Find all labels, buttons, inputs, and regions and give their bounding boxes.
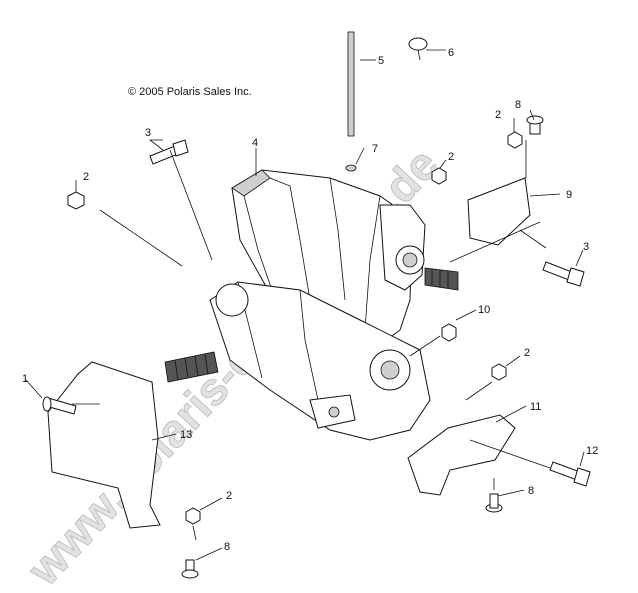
nut-10 xyxy=(441,323,457,342)
callout-2-right-of-transmission: 2 xyxy=(448,151,454,163)
nut-2-left xyxy=(67,191,85,210)
callout-labels: 5 6 3 4 7 2 8 2 2 9 3 10 2 1 13 11 12 2 … xyxy=(22,47,598,553)
breather-tube xyxy=(347,31,355,137)
callout-13: 13 xyxy=(180,429,192,441)
nut-2-top-right xyxy=(507,131,523,149)
copyright-notice: © 2005 Polaris Sales Inc. xyxy=(128,86,252,98)
transmission-assembly xyxy=(164,169,459,441)
nut-2-right xyxy=(431,167,447,185)
callout-1: 1 xyxy=(22,373,28,385)
callout-3-right: 3 xyxy=(583,241,589,253)
callout-8-top-right: 8 xyxy=(515,99,521,111)
callout-9: 9 xyxy=(566,189,572,201)
hose-clamp xyxy=(408,37,428,61)
drain-plug xyxy=(345,164,357,172)
nut-2-mid-right xyxy=(491,363,507,381)
bolt-1 xyxy=(42,396,77,415)
callout-4: 4 xyxy=(252,137,258,149)
bracket-13 xyxy=(47,361,161,529)
callout-2-top-right: 2 xyxy=(495,109,501,121)
callout-7: 7 xyxy=(372,143,378,155)
bolt-3-right xyxy=(542,261,585,287)
leader-lines xyxy=(25,49,585,561)
callout-10: 10 xyxy=(478,304,490,316)
callout-3-upper-left: 3 xyxy=(145,127,151,139)
nut-2-lower-left xyxy=(185,507,201,525)
bracket-11 xyxy=(407,414,516,496)
callout-8-lower-right: 8 xyxy=(528,485,534,497)
bracket-9 xyxy=(467,177,531,246)
callout-2-mid-right: 2 xyxy=(524,347,530,359)
callout-2-left: 2 xyxy=(83,171,89,183)
bolt-12 xyxy=(549,461,591,487)
callout-11: 11 xyxy=(530,401,541,413)
callout-5: 5 xyxy=(378,55,384,67)
callout-8-lower-left: 8 xyxy=(224,541,230,553)
bolt-8-lower-right xyxy=(485,493,503,513)
bolt-8-lower-left xyxy=(181,559,199,579)
callout-6: 6 xyxy=(448,47,454,59)
callout-12: 12 xyxy=(586,445,598,457)
bolt-3-upper-left xyxy=(149,139,189,165)
bolt-8-top-right xyxy=(526,115,544,135)
callout-2-lower-left: 2 xyxy=(226,490,232,502)
